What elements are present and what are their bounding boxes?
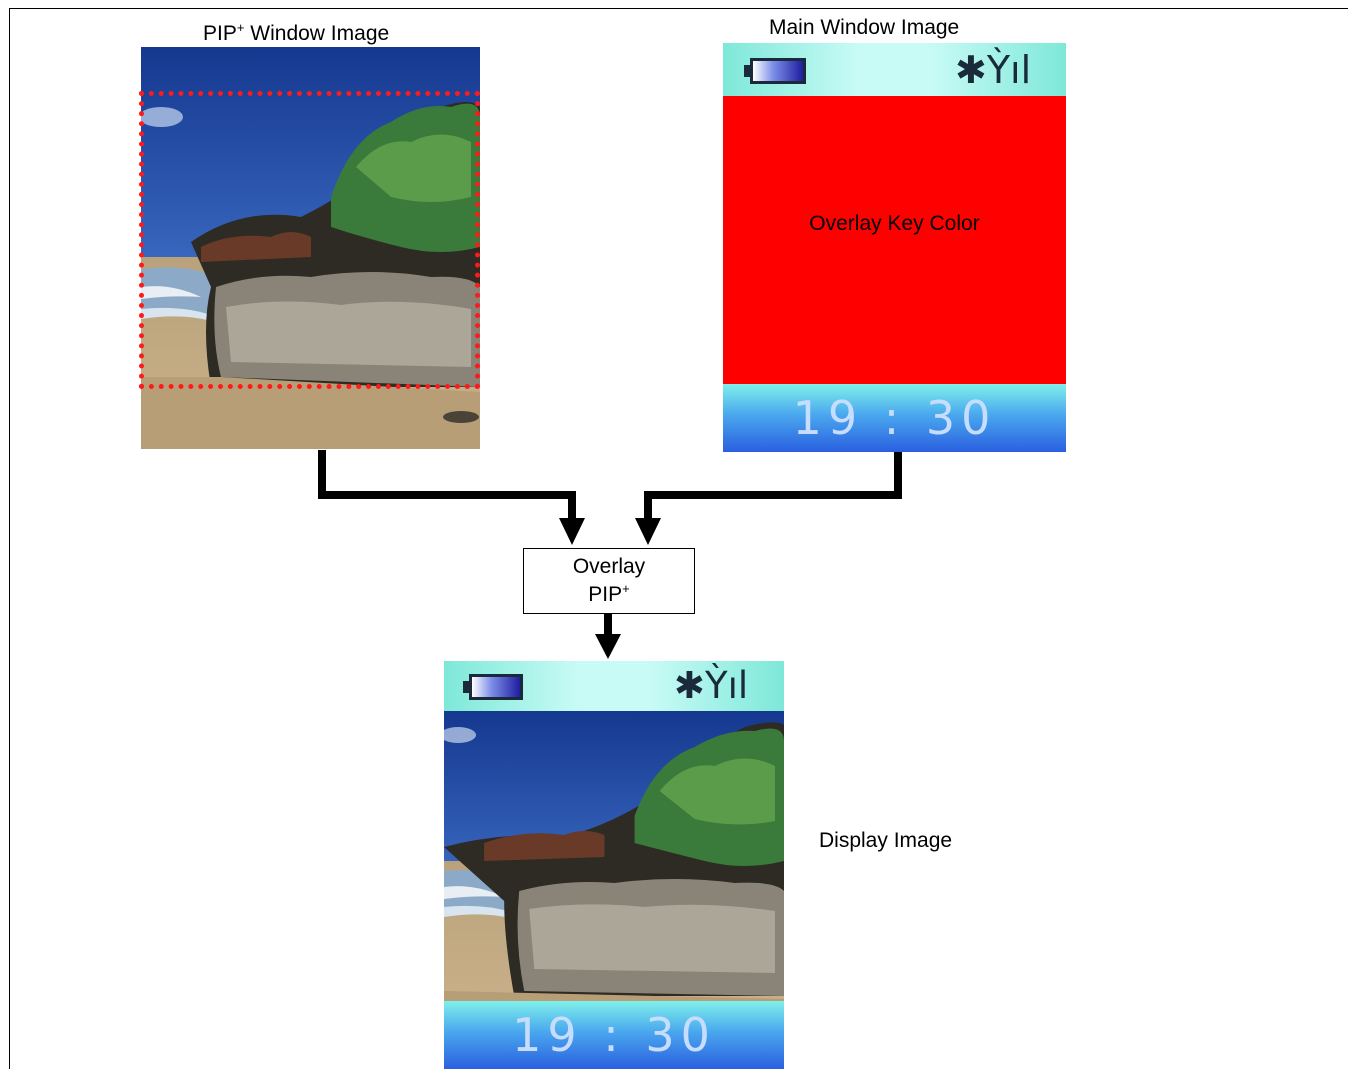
bluetooth-asterisk-icon: ✱ <box>955 48 987 92</box>
display-signal-antenna-icon: Ỳıl <box>705 664 749 707</box>
arrowhead-main <box>635 518 661 545</box>
overlay-key-color-label: Overlay Key Color <box>809 212 980 235</box>
main-window-image: ✱Ỳıl Overlay Key Color 19 : 30 <box>723 43 1066 452</box>
display-battery-icon <box>469 674 523 700</box>
display-clock-text: 19 : 30 <box>512 1008 716 1062</box>
display-battery-tip <box>463 681 470 693</box>
display-status-bar: ✱Ỳıl <box>444 661 784 711</box>
pip-region-outline <box>139 91 480 389</box>
status-bar: ✱Ỳıl <box>723 43 1066 96</box>
beach-photo <box>141 47 480 449</box>
display-beach-photo <box>444 711 784 1011</box>
pip-window-label: PIP+ Window Image <box>203 20 390 45</box>
arrowhead-pip <box>559 518 585 545</box>
arrowhead-display <box>595 634 621 659</box>
overlay-box-line2: PIP+ <box>588 581 630 606</box>
battery-icon <box>750 58 806 84</box>
signal-antenna-icon: Ỳıl <box>986 48 1032 92</box>
frame-left-border <box>9 8 10 1069</box>
pip-window-image <box>141 47 480 449</box>
display-photo <box>444 711 784 1011</box>
battery-tip <box>744 65 751 77</box>
main-window-label: Main Window Image <box>769 16 960 39</box>
display-image: ✱Ỳıl 19 : 30 <box>444 661 784 1069</box>
clock-text: 19 : 30 <box>792 391 997 445</box>
status-icons: ✱Ỳıl <box>955 51 1031 89</box>
frame-top-border <box>9 8 1348 9</box>
overlay-pip-box: Overlay PIP+ <box>523 548 695 614</box>
overlay-key-color-area: Overlay Key Color <box>723 96 1066 384</box>
display-status-icons: ✱Ỳıl <box>674 667 748 704</box>
display-clock-bar: 19 : 30 <box>444 1001 784 1069</box>
arrow-from-pip <box>318 450 576 520</box>
clock-bar: 19 : 30 <box>723 384 1066 452</box>
display-image-label: Display Image <box>819 829 953 852</box>
display-bluetooth-asterisk-icon: ✱ <box>674 664 706 707</box>
arrow-from-main <box>644 452 902 520</box>
overlay-box-line1: Overlay <box>572 555 646 578</box>
